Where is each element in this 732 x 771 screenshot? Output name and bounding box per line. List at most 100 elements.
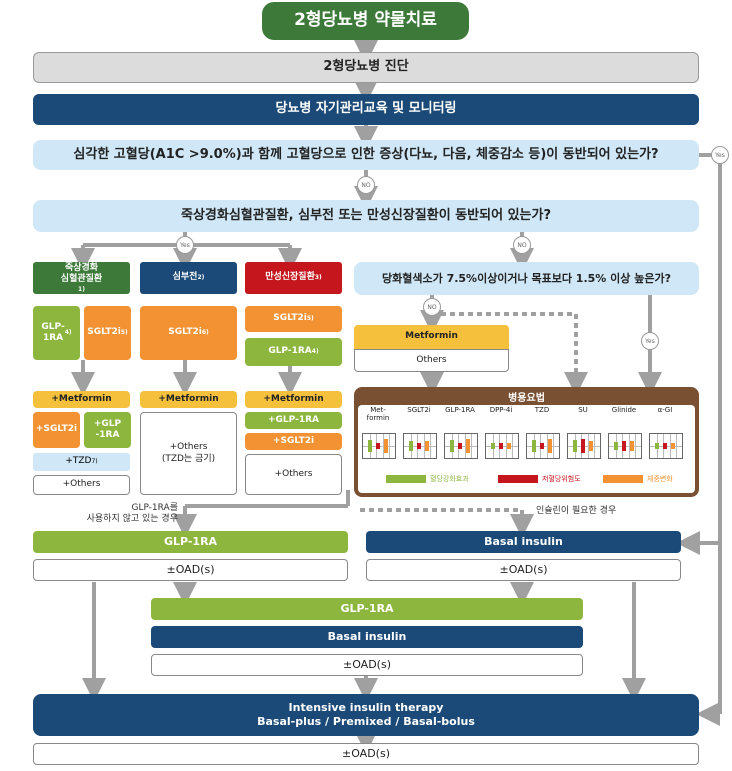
effect-bar — [376, 443, 380, 449]
combination-therapy-grid: Met- formin SGLT2i GLP-1RA DPP-4i TZD SU… — [358, 405, 695, 493]
drug-tzd: TZD — [534, 406, 550, 414]
page-title: 2형당뇨병 약물치료 — [262, 2, 469, 40]
ckd-label: 만성신장질환 — [265, 272, 315, 283]
ckd-add-glp1: +GLP-1RA — [245, 412, 342, 429]
ascvd-sglt2-label: SGLT2i — [87, 327, 121, 338]
combo-glp1-box: GLP-1RA — [151, 598, 583, 620]
drug-glp1ra: GLP-1RA — [445, 406, 475, 414]
basal-insulin-step-box: Basal insulin — [366, 531, 681, 553]
question-a1c: 당화혈색소가 7.5%이상이거나 목표보다 1.5% 이상 높은가? — [354, 262, 699, 295]
legend-weight: 체중변화 — [603, 473, 673, 485]
education-box: 당뇨병 자기관리교육 및 모니터링 — [33, 94, 699, 125]
combination-therapy-title: 병용요법 — [508, 393, 545, 404]
effect-bar — [425, 441, 429, 451]
effect-grid — [567, 433, 601, 459]
effect-bar — [491, 443, 495, 449]
combination-therapy-panel: 병용요법 Met- formin SGLT2i GLP-1RA DPP-4i T… — [354, 387, 699, 497]
effect-bar — [663, 443, 667, 449]
legend-hypoglycemia: 저혈당위험도 — [498, 473, 581, 485]
hf-others: +Others (TZD는 금기) — [140, 412, 237, 495]
yes-badge-q2: Yes — [176, 236, 194, 254]
effect-bar — [622, 441, 626, 451]
legend-hypoglycemia-swatch — [498, 475, 538, 483]
effect-bar — [384, 439, 388, 453]
drug-sglt2i: SGLT2i — [407, 406, 431, 414]
effect-bar — [630, 441, 634, 451]
ascvd-add-sglt2: +SGLT2i — [33, 412, 80, 448]
final-oad-box: ±OAD(s) — [33, 743, 699, 765]
hf-metformin: +Metformin — [140, 391, 237, 408]
ckd-others: +Others — [245, 454, 342, 495]
intensive-line1: Intensive insulin therapy — [288, 701, 444, 715]
ckd-metformin: +Metformin — [245, 391, 342, 408]
effect-grid — [649, 433, 683, 459]
effect-bar — [368, 440, 372, 452]
effect-bar — [507, 443, 511, 449]
ascvd-sup: 1) — [78, 285, 85, 293]
effect-bar — [548, 439, 552, 453]
effect-bar — [614, 442, 618, 450]
hf-label: 심부전 — [172, 272, 198, 283]
yes-badge-q3: Yes — [641, 332, 659, 350]
hf-sglt2-sup: 6) — [201, 329, 209, 337]
ckd-sup: 3) — [314, 274, 322, 282]
effect-grid — [608, 433, 642, 459]
ascvd-tzd-sup: 7) — [91, 458, 98, 466]
ascvd-label: 죽상경화 심혈관질환 — [60, 263, 103, 285]
metformin-others-box: Others — [354, 349, 509, 372]
effect-grid — [444, 433, 478, 459]
effect-grid — [526, 433, 560, 459]
hf-sup: 2) — [197, 274, 205, 282]
diagnosis-box: 2형당뇨병 진단 — [33, 52, 699, 83]
question-comorbidity: 죽상경화심혈관질환, 심부전 또는 만성신장질환이 동반되어 있는가? — [33, 200, 699, 232]
ascvd-others: +Others — [33, 475, 130, 495]
legend-glucose-swatch — [386, 475, 426, 483]
yes-badge-q1: Yes — [711, 146, 729, 164]
no-badge-q2: NO — [513, 236, 531, 254]
glp1-oad-box: ±OAD(s) — [33, 559, 348, 581]
ascvd-add-glp1: +GLP -1RA — [84, 412, 131, 448]
effect-bar — [540, 443, 544, 449]
effect-bar — [532, 440, 536, 452]
ascvd-sglt2-sup: 5) — [120, 329, 128, 337]
ascvd-glp1-sup: 4) — [64, 329, 72, 337]
legend-weight-label: 체중변화 — [647, 475, 673, 483]
effect-bar — [573, 440, 577, 452]
intensive-line2: Basal-plus / Premixed / Basal-bolus — [257, 715, 475, 728]
effect-bar — [458, 443, 462, 449]
legend-glucose-label: 혈당강화효과 — [430, 475, 469, 483]
basal-oad-box: ±OAD(s) — [366, 559, 681, 581]
ckd-add-sglt2: +SGLT2i — [245, 433, 342, 450]
drug-su: SU — [578, 406, 588, 414]
combo-basal-box: Basal insulin — [151, 626, 583, 648]
effect-bar — [655, 443, 659, 449]
combo-oad-box: ±OAD(s) — [151, 654, 583, 676]
ckd-glp1-sup: 4) — [311, 348, 319, 356]
effect-bar — [671, 443, 675, 449]
drug-metformin: Met- formin — [366, 406, 390, 422]
glp1-step-box: GLP-1RA — [33, 531, 348, 553]
effect-bar — [589, 441, 593, 451]
intensive-insulin-box: Intensive insulin therapy Basal-plus / P… — [33, 694, 699, 736]
drug-agi: α-GI — [657, 406, 673, 414]
ascvd-glp1-label: GLP- 1RA — [41, 321, 65, 343]
effect-grid — [485, 433, 519, 459]
effect-bar — [581, 439, 585, 453]
effect-bar — [417, 443, 421, 449]
ckd-sglt2-label: SGLT2i — [273, 313, 307, 324]
effect-grid — [403, 433, 437, 459]
ascvd-tzd-label: +TZD — [65, 456, 92, 467]
note-insulin-needed: 인슐린이 필요한 경우 — [536, 506, 617, 516]
question-severe-hyperglycemia: 심각한 고혈당(A1C >9.0%)과 함께 고혈당으로 인한 증상(다뇨, 다… — [33, 140, 699, 170]
ascvd-metformin: +Metformin — [33, 391, 130, 408]
ckd-sglt2-sup: 5) — [306, 315, 314, 323]
